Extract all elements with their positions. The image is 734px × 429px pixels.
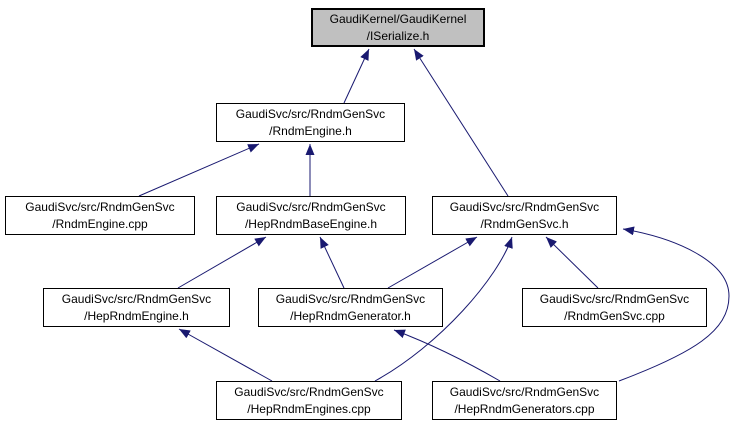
- node-label: GaudiSvc/src/RndmGenSvc: [449, 200, 600, 214]
- edge-heprndmgenerators-cpp-to-heprndmgenerator-h: [393, 329, 501, 382]
- node-heprndmgenerator-h[interactable]: GaudiSvc/src/RndmGenSvc/HepRndmGenerator…: [258, 288, 443, 327]
- edge-heprndmengines-cpp-to-heprndmengine-h: [178, 328, 273, 382]
- node-label: /HepRndmGenerator.h: [290, 309, 411, 323]
- node-label: GaudiSvc/src/RndmGenSvc: [539, 292, 690, 306]
- node-iserialize-h: GaudiKernel/GaudiKernel/ISerialize.h: [311, 8, 485, 47]
- node-rndmgensvc-h[interactable]: GaudiSvc/src/RndmGenSvc/RndmGenSvc.h: [432, 196, 617, 235]
- node-heprndmgenerators-cpp[interactable]: GaudiSvc/src/RndmGenSvc/HepRndmGenerator…: [432, 381, 617, 420]
- node-heprndmbaseengine-h[interactable]: GaudiSvc/src/RndmGenSvc/HepRndmBaseEngin…: [216, 196, 406, 235]
- node-label: /HepRndmEngines.cpp: [247, 402, 371, 416]
- node-label: GaudiSvc/src/RndmGenSvc: [275, 292, 426, 306]
- node-label: /HepRndmBaseEngine.h: [244, 217, 378, 231]
- node-label: GaudiSvc/src/RndmGenSvc: [25, 200, 175, 214]
- node-label: /RndmEngine.h: [269, 124, 352, 138]
- node-label: /HepRndmGenerators.cpp: [454, 402, 595, 416]
- edge-heprndmengine-h-to-heprndmbaseengine-h: [177, 236, 267, 289]
- node-heprndmengine-h[interactable]: GaudiSvc/src/RndmGenSvc/HepRndmEngine.h: [43, 288, 230, 327]
- edge-heprndmgenerator-h-to-rndmgensvc-h: [387, 236, 478, 289]
- node-label: /RndmGenSvc.h: [480, 217, 569, 231]
- edge-heprndmengines-cpp-to-rndmgensvc-h: [374, 236, 513, 382]
- node-label: /RndmGenSvc.cpp: [564, 309, 665, 323]
- edge-heprndmgenerators-cpp-to-rndmgensvc-h: [618, 226, 730, 382]
- edge-rndmengine-h-to-iserialize-h: [343, 48, 370, 104]
- edge-rndmgensvc-h-to-iserialize-h: [413, 48, 509, 197]
- edge-rndmengine-cpp-to-rndmengine-h: [138, 143, 260, 197]
- node-label: /HepRndmEngine.h: [84, 309, 189, 323]
- node-label: GaudiSvc/src/RndmGenSvc: [236, 200, 386, 214]
- node-label: /ISerialize.h: [366, 29, 430, 43]
- node-label: GaudiSvc/src/RndmGenSvc: [61, 292, 212, 306]
- node-rndmengine-cpp[interactable]: GaudiSvc/src/RndmGenSvc/RndmEngine.cpp: [5, 196, 195, 235]
- node-label: /RndmEngine.cpp: [52, 217, 148, 231]
- node-rndmengine-h[interactable]: GaudiSvc/src/RndmGenSvc/RndmEngine.h: [216, 103, 405, 142]
- edge-group: [138, 48, 730, 382]
- edge-rndmgensvc-cpp-to-rndmgensvc-h: [545, 236, 599, 289]
- node-rndmgensvc-cpp[interactable]: GaudiSvc/src/RndmGenSvc/RndmGenSvc.cpp: [522, 288, 707, 327]
- node-label: GaudiSvc/src/RndmGenSvc: [235, 107, 386, 121]
- node-heprndmengines-cpp[interactable]: GaudiSvc/src/RndmGenSvc/HepRndmEngines.c…: [216, 381, 402, 420]
- node-label: GaudiSvc/src/RndmGenSvc: [234, 385, 384, 399]
- node-label: GaudiKernel/GaudiKernel: [329, 12, 467, 26]
- node-label: GaudiSvc/src/RndmGenSvc: [449, 385, 600, 399]
- edge-heprndmgenerator-h-to-heprndmbaseengine-h: [319, 236, 345, 289]
